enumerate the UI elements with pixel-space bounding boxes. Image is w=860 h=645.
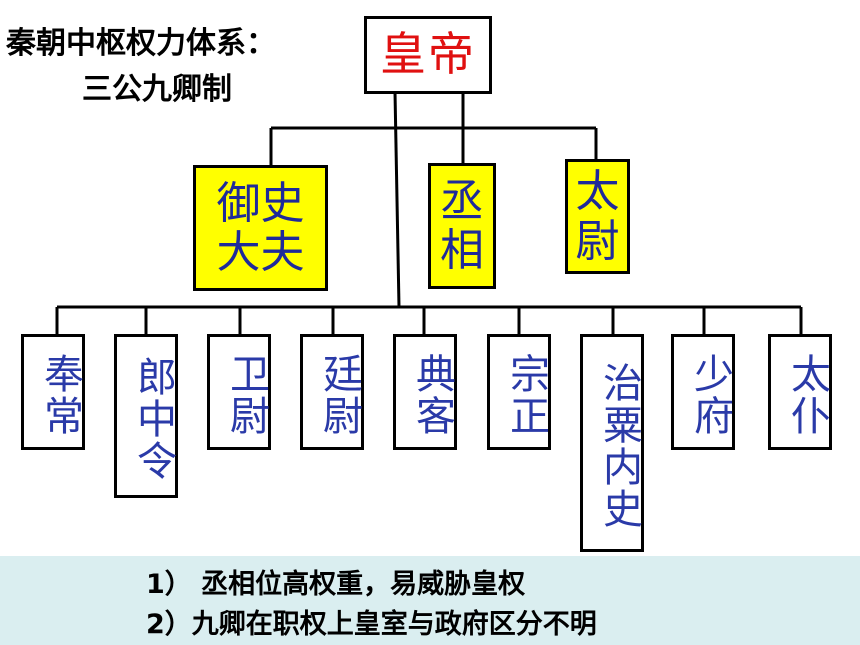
- note-1: 1） 丞相位高权重，易威胁皇权: [146, 569, 526, 600]
- fengchang-label: 奉常: [37, 353, 83, 437]
- diagram-subtitle: 三公九卿制: [82, 72, 232, 107]
- dianke-label: 典客: [409, 353, 455, 437]
- tingwei-label: 廷尉: [316, 353, 362, 437]
- zhisuneishi-box: 治粟内史: [580, 334, 644, 552]
- yushi-dafu-label: 御史 大夫: [216, 177, 305, 278]
- emperor-label: 皇帝: [380, 27, 476, 82]
- fengchang-box: 奉常: [21, 334, 85, 450]
- notes-panel: 1） 丞相位高权重，易威胁皇权 2）九卿在职权上皇室与政府区分不明: [0, 556, 860, 645]
- zongzheng-box: 宗正: [487, 334, 551, 450]
- shaofu-box: 少府: [671, 334, 735, 450]
- emperor-box: 皇帝: [364, 16, 492, 94]
- weiwei-label: 卫尉: [223, 353, 269, 437]
- note-2: 2）九卿在职权上皇室与政府区分不明: [146, 609, 597, 640]
- taiwei-box: 太 尉: [565, 159, 630, 274]
- weiwei-box: 卫尉: [207, 334, 271, 450]
- tingwei-box: 廷尉: [300, 334, 364, 450]
- yushi-dafu-box: 御史 大夫: [193, 165, 328, 291]
- dianke-box: 典客: [393, 334, 457, 450]
- chengxiang-box: 丞 相: [428, 163, 496, 289]
- taipu-box: 太仆: [768, 334, 832, 450]
- chengxiang-label: 丞 相: [440, 175, 484, 276]
- diagram-title: 秦朝中枢权力体系：: [6, 26, 276, 61]
- langzhongling-label: 郎中令: [130, 356, 176, 482]
- connector-emperor-jiuqing: [393, 91, 401, 308]
- taipu-label: 太仆: [784, 353, 830, 437]
- shaofu-label: 少府: [687, 353, 733, 437]
- zongzheng-label: 宗正: [503, 353, 549, 437]
- langzhongling-box: 郎中令: [114, 334, 178, 498]
- taiwei-label: 太 尉: [575, 166, 620, 267]
- zhisuneishi-label: 治粟内史: [596, 362, 642, 530]
